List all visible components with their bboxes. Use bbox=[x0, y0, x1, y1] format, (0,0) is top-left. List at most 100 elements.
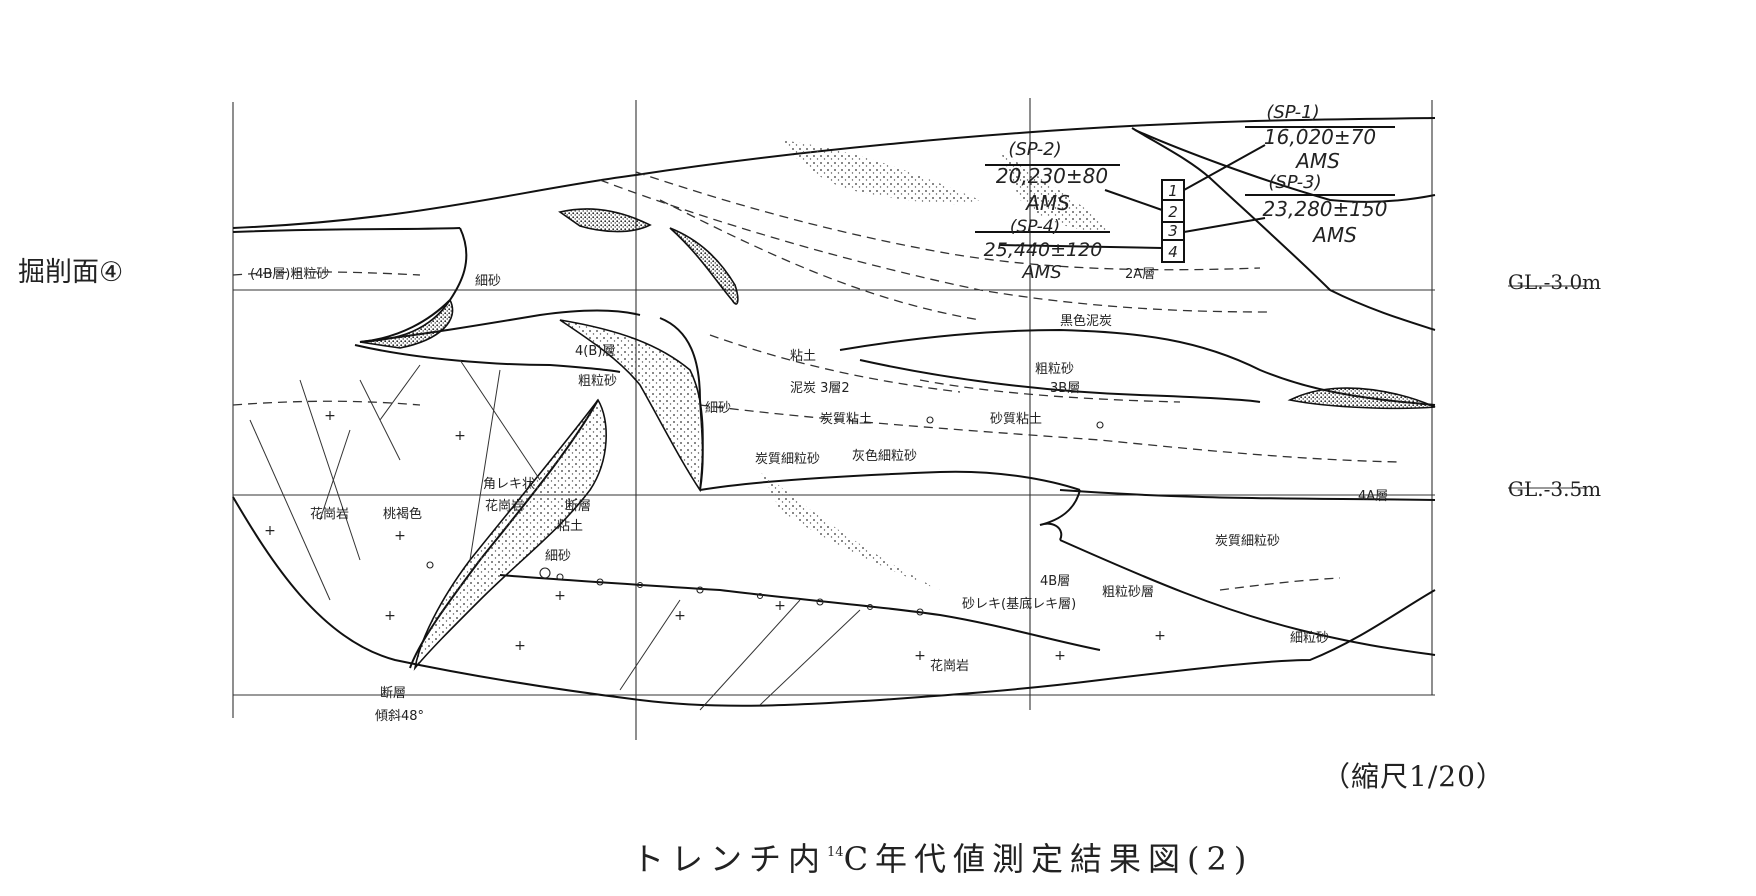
sample-box-labels: 1 2 3 4 bbox=[1168, 182, 1178, 261]
pebble-3 bbox=[596, 578, 604, 586]
granite-marker-8: + bbox=[914, 648, 926, 664]
figure-title-suffix: C年代値測定結果図(2) bbox=[843, 840, 1254, 878]
4a-underside bbox=[1039, 489, 1081, 541]
crack-2 bbox=[299, 379, 361, 561]
upper-sand-lens bbox=[558, 208, 652, 233]
granite-marker-1: + bbox=[324, 408, 336, 424]
label-carb-fine-sand-2: 炭質細粒砂 bbox=[1215, 534, 1280, 549]
crack-1 bbox=[249, 419, 331, 601]
granite-marker-10: + bbox=[1154, 628, 1166, 644]
excavation-face-label: 掘削面④ bbox=[18, 257, 124, 288]
fine-sand-lens-left bbox=[359, 227, 468, 343]
label-carb-clay: 炭質粘土 bbox=[820, 412, 872, 427]
sp1-age: 16,020±70 bbox=[1264, 125, 1376, 149]
fault-sand-wedge bbox=[413, 398, 607, 671]
label-brown: 桃褐色 bbox=[383, 506, 422, 522]
layer-3b-lower bbox=[859, 359, 1261, 403]
figure-title: トレンチ内14C年代値測定結果図(2) bbox=[632, 834, 1253, 880]
upper-right-dotted-field bbox=[780, 140, 980, 205]
right-sand-lens bbox=[1287, 387, 1436, 410]
figure-title-prefix: トレンチ内 bbox=[632, 840, 828, 878]
dashed-line-7 bbox=[232, 271, 421, 276]
basal-gravel-upper bbox=[499, 574, 1101, 651]
dashed-line-3 bbox=[659, 199, 981, 321]
gl-3-0-label: GL.-3.0m bbox=[1508, 270, 1602, 294]
label-fine-sand-3: 細砂 bbox=[545, 549, 571, 564]
sand-lenses bbox=[359, 140, 1436, 671]
sp4-id: (SP-4) bbox=[1010, 217, 1060, 237]
crack-10 bbox=[619, 599, 681, 691]
granite-marker-4: + bbox=[554, 588, 566, 604]
label-4b-coarse: (4B層)粗粒砂 bbox=[250, 267, 329, 282]
crack-9 bbox=[759, 609, 861, 706]
granite-marker-7: + bbox=[514, 638, 526, 654]
sp2-id: (SP-2) bbox=[1008, 139, 1061, 160]
label-gray-fine-sand: 灰色細粒砂 bbox=[852, 448, 917, 464]
sp1-id: (SP-1) bbox=[1266, 102, 1319, 123]
pebble-1 bbox=[539, 567, 551, 579]
layer-4a-boundary bbox=[1059, 489, 1436, 501]
left-fine-sand-lens bbox=[359, 298, 454, 349]
granite-marker-3: + bbox=[384, 608, 396, 624]
label-fine-sand-4: 細粒砂 bbox=[1290, 631, 1329, 646]
label-sandy-clay: 砂質粘土 bbox=[990, 412, 1042, 427]
granite-upper-boundary bbox=[232, 496, 1436, 707]
granite-cracks bbox=[249, 359, 861, 711]
scale-label: （縮尺1/20） bbox=[1322, 760, 1505, 793]
layer-4b-lower bbox=[1059, 539, 1436, 656]
sample-box-label-4: 4 bbox=[1168, 243, 1178, 261]
pebble-12 bbox=[926, 416, 934, 424]
sample-markers bbox=[975, 126, 1395, 263]
granite-marker-12: + bbox=[394, 528, 406, 544]
pebble-7 bbox=[816, 598, 824, 606]
label-fine-sand-1: 細砂 bbox=[475, 274, 501, 289]
label-clay-1: 粘土 bbox=[790, 349, 816, 364]
sp3-age: 23,280±150 bbox=[1263, 197, 1388, 221]
basal-gravel-pebbles bbox=[426, 416, 1104, 616]
label-granite-2: 花崗岩 bbox=[485, 498, 524, 514]
label-4a: 4A層 bbox=[1358, 489, 1388, 504]
layer-labels: (4B層)粗粒砂 細砂 2A層 黒色泥炭 4(B)層 粗粒砂 粘土 泥炭 3層2… bbox=[250, 267, 1388, 724]
label-fault-1: 断層 bbox=[565, 499, 591, 514]
sp4-dotted-field bbox=[1000, 150, 1110, 231]
ground-surface bbox=[232, 117, 1436, 229]
sp2-method: AMS bbox=[1024, 191, 1070, 215]
crack-8 bbox=[699, 599, 801, 711]
label-coarse-sand-2: 粗粒砂 bbox=[1035, 362, 1074, 377]
crack-6 bbox=[469, 369, 501, 561]
label-black-peat: 黒色泥炭 bbox=[1060, 313, 1112, 329]
label-carb-fine-sand-1: 炭質細粒砂 bbox=[755, 452, 820, 467]
dashed-line-5 bbox=[699, 404, 1401, 463]
sp3-id: (SP-3) bbox=[1268, 172, 1321, 193]
crack-4 bbox=[379, 364, 421, 421]
sp2-age: 20,230±80 bbox=[996, 164, 1108, 188]
label-coarse-sand-layer: 粗粒砂層 bbox=[1102, 585, 1154, 600]
label-granite-3: 花崗岩 bbox=[930, 658, 969, 674]
sample-annotations: (SP-1) 16,020±70 AMS (SP-2) 20,230±80 AM… bbox=[984, 102, 1388, 283]
label-4b-paren: 4(B)層 bbox=[575, 344, 615, 359]
crack-5 bbox=[459, 359, 541, 481]
channel-right-upper bbox=[699, 470, 1081, 491]
pebble-6 bbox=[756, 592, 764, 600]
sample-box-4 bbox=[1161, 239, 1185, 263]
label-fine-sand-2: 細砂 bbox=[705, 401, 731, 416]
granite-marker-6: + bbox=[774, 598, 786, 614]
crack-7 bbox=[319, 429, 351, 521]
label-clay-2: 粘土 bbox=[557, 519, 583, 534]
dashed-line-1 bbox=[635, 171, 1261, 271]
gl-3-5-label: GL.-3.5m bbox=[1508, 477, 1602, 501]
dashed-line-2 bbox=[599, 179, 1271, 313]
sp2-leader bbox=[1104, 189, 1163, 211]
granite-marker-9: + bbox=[1054, 648, 1066, 664]
granite-marker-11: + bbox=[454, 428, 466, 444]
upper-boundary-left bbox=[232, 227, 461, 233]
label-4b: 4B層 bbox=[1040, 574, 1070, 589]
lens-4b-lower bbox=[354, 344, 621, 373]
label-dip: 傾斜48° bbox=[375, 709, 424, 724]
pebble-5 bbox=[696, 586, 704, 594]
channel-fill-lens bbox=[559, 319, 704, 493]
label-2a: 2A層 bbox=[1125, 267, 1155, 282]
label-3b: 3B層 bbox=[1050, 381, 1080, 396]
granite-marker-2: + bbox=[264, 523, 276, 539]
sp3-method: AMS bbox=[1311, 223, 1357, 247]
